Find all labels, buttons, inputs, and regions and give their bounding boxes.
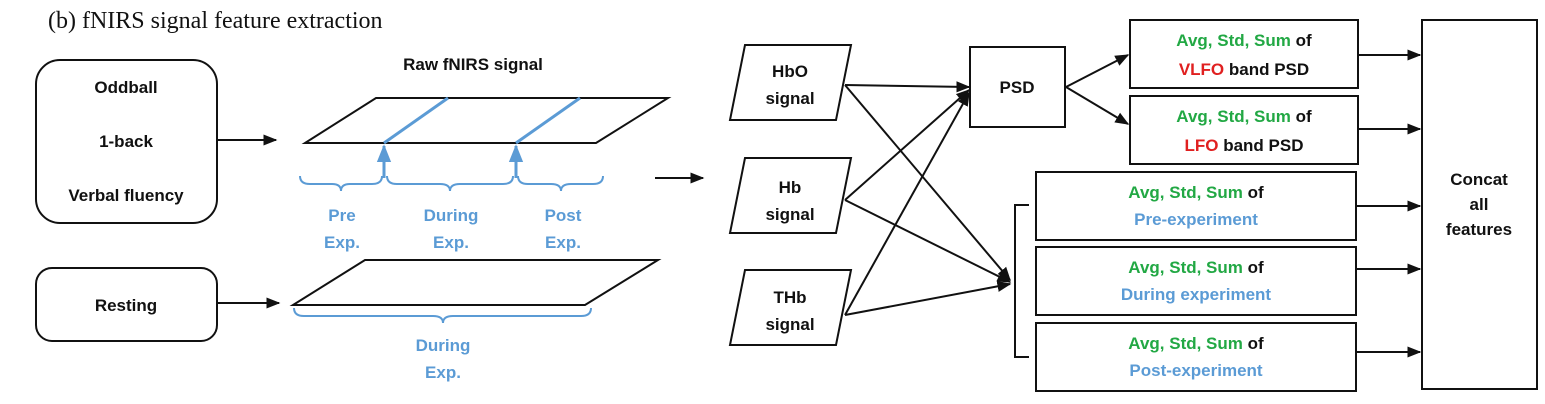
concat-line3: features [1446,220,1512,239]
concat-line1: Concat [1450,170,1508,189]
hb-line1: Hb [779,178,802,197]
boundary-start-line [383,96,449,145]
concat-box [1421,19,1538,390]
arrow-hbo-to-psd [844,81,971,93]
segment-pre-line1: Pre [328,206,355,225]
brace-resting-during [293,307,592,324]
resting-box [35,267,218,342]
hbo-line1: HbO [772,62,808,81]
pre-experiment-box [1035,171,1357,241]
raw-signal-plane-resting [289,259,662,306]
arrow-hbo-to-time [844,84,1011,282]
figure-title: (b) fNIRS signal feature extraction [48,8,383,34]
arrow-psd-to-lfo [1065,86,1130,125]
raw-signal-label: Raw fNIRS signal [403,55,543,74]
arrow-thb-to-psd [844,91,970,316]
segment-during-line2: Exp. [433,233,469,252]
segment-during-line1: During [424,206,479,225]
task-oddball: Oddball [94,78,157,97]
during-experiment-box [1035,246,1357,316]
segment-pre-line2: Exp. [324,233,360,252]
time-boxes-bracket [1014,204,1029,358]
segment-resting-line2: Exp. [425,363,461,382]
hb-line2: signal [765,205,814,224]
arrow-hb-to-psd [844,89,971,201]
arrow-hb-to-time [844,199,1012,283]
thb-line2: signal [765,315,814,334]
raw-signal-plane-task [301,97,672,144]
post-experiment-box [1035,322,1357,392]
brace-pre [299,175,383,192]
arrow-psd-to-vlfo [1065,54,1130,88]
segment-post-line2: Exp. [545,233,581,252]
task-box [35,59,218,224]
resting-label: Resting [95,296,157,315]
thb-signal-box [728,269,853,346]
post-line1: Avg, Std, Sum of [1128,334,1264,353]
boundary-end-line [515,96,581,145]
pre-line2: Pre-experiment [1134,210,1258,229]
task-verbal-fluency: Verbal fluency [68,186,184,205]
during-line2: During experiment [1121,285,1272,304]
segment-post-line1: Post [545,206,582,225]
brace-post [517,175,604,192]
psd-label: PSD [1000,78,1035,97]
post-line2: Post-experiment [1129,361,1263,380]
task-1back: 1-back [99,132,153,151]
lfo-line2: LFO band PSD [1184,136,1303,155]
hb-signal-box [728,157,853,234]
hbo-signal-box [728,44,853,121]
segment-resting-line1: During [416,336,471,355]
vlfo-feature-box [1129,19,1359,89]
during-line1: Avg, Std, Sum of [1128,258,1264,277]
concat-line2: all [1470,195,1489,214]
thb-line1: THb [773,288,806,307]
vlfo-line2: VLFO band PSD [1179,60,1309,79]
lfo-feature-box [1129,95,1359,165]
psd-box [969,46,1066,128]
brace-during [386,175,514,192]
pre-line1: Avg, Std, Sum of [1128,183,1264,202]
vlfo-line1: Avg, Std, Sum of [1176,31,1312,50]
hbo-line2: signal [765,89,814,108]
lfo-line1: Avg, Std, Sum of [1176,107,1312,126]
arrow-thb-to-time [844,280,1012,316]
